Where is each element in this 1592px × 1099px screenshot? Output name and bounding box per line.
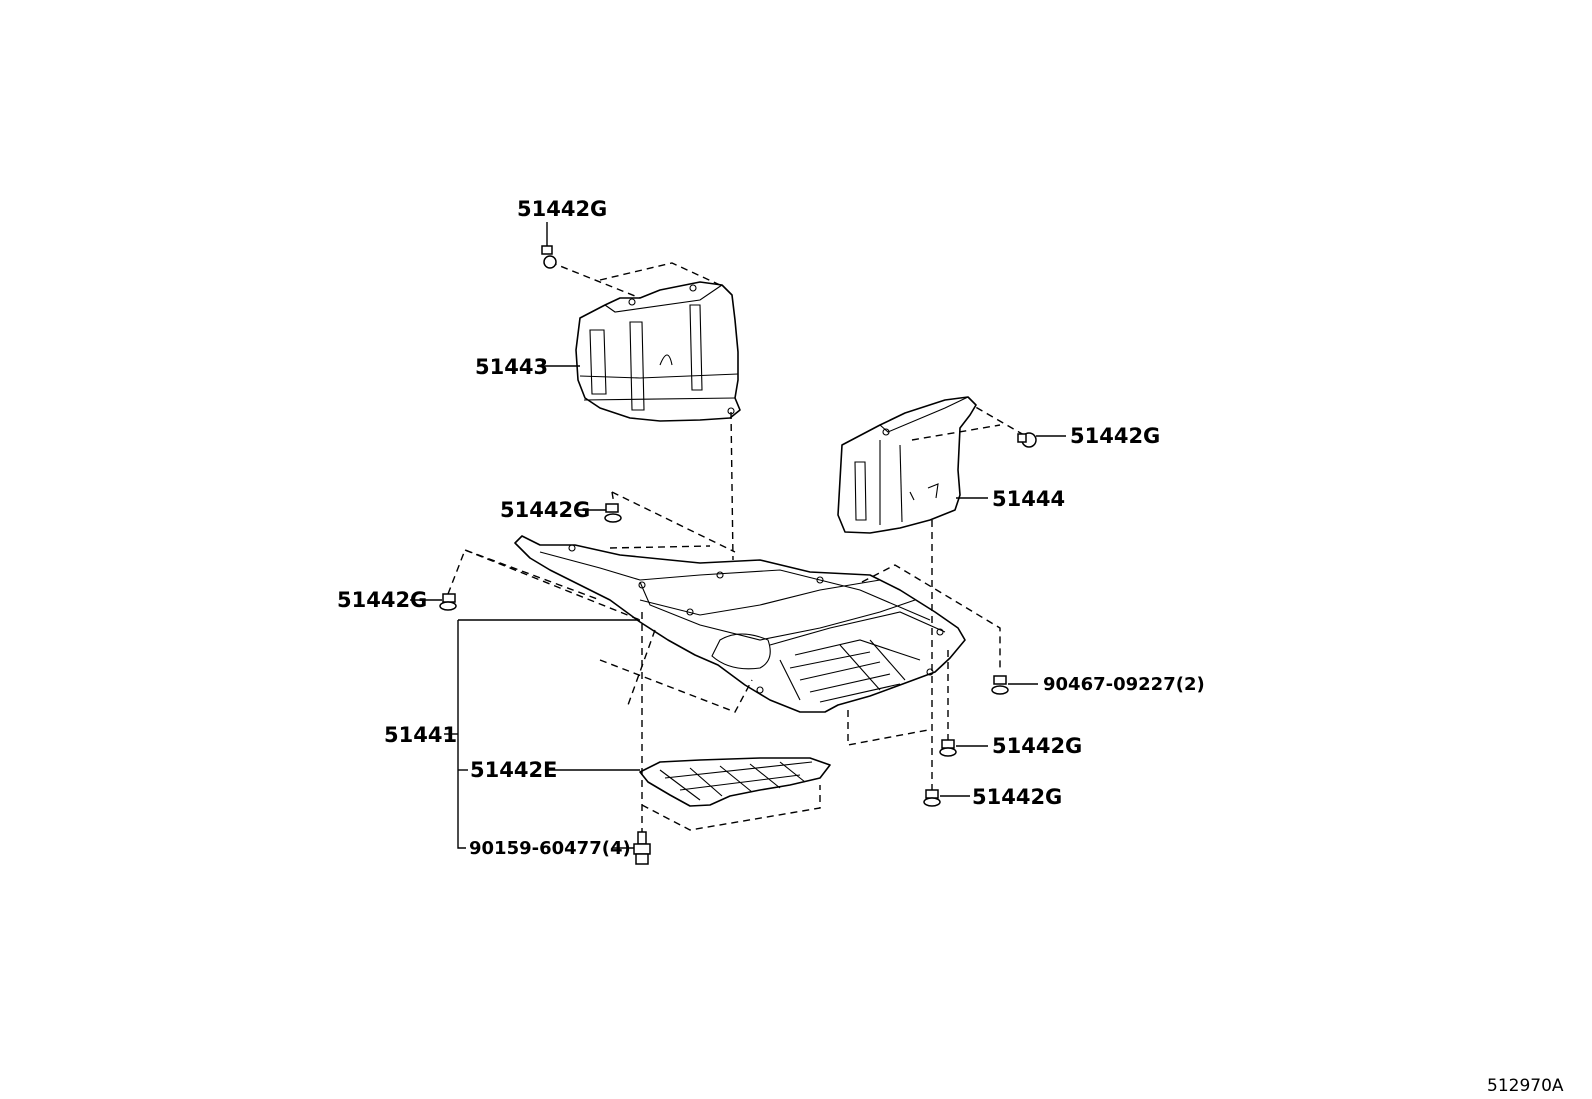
- clip-51442G-left: [439, 593, 457, 611]
- label-51443: 51443: [475, 355, 548, 379]
- bolt-90467: [991, 675, 1009, 695]
- shield-51443: [575, 281, 741, 422]
- leader-lines: [410, 222, 1066, 849]
- label-90467: 90467-09227(2): [1043, 674, 1205, 695]
- label-51442G-mid: 51442G: [500, 498, 590, 522]
- clip-51442G-bottom: [923, 789, 941, 807]
- label-51441: 51441: [384, 723, 457, 747]
- label-51442G-top: 51442G: [517, 197, 607, 221]
- clip-51442G-top: [541, 245, 557, 269]
- label-51442G-right: 51442G: [1070, 424, 1160, 448]
- shield-51444: [837, 396, 977, 534]
- clip-51442G-mid: [604, 503, 622, 523]
- assembly-dashed-lines: [447, 261, 1025, 835]
- cover-51442E: [639, 757, 831, 807]
- bolt-90159: [633, 831, 651, 865]
- label-51442G-lower-right: 51442G: [992, 734, 1082, 758]
- under-cover-51441: [514, 535, 966, 713]
- clip-51442G-right: [1017, 432, 1037, 448]
- label-51444: 51444: [992, 487, 1065, 511]
- label-90159: 90159-60477(4): [469, 838, 631, 859]
- label-51442G-bottom: 51442G: [972, 785, 1062, 809]
- clip-51442G-lower-right: [939, 739, 957, 757]
- label-51442E: 51442E: [470, 758, 557, 782]
- diagram-id: 512970A: [1487, 1076, 1564, 1096]
- label-51442G-left: 51442G: [337, 588, 427, 612]
